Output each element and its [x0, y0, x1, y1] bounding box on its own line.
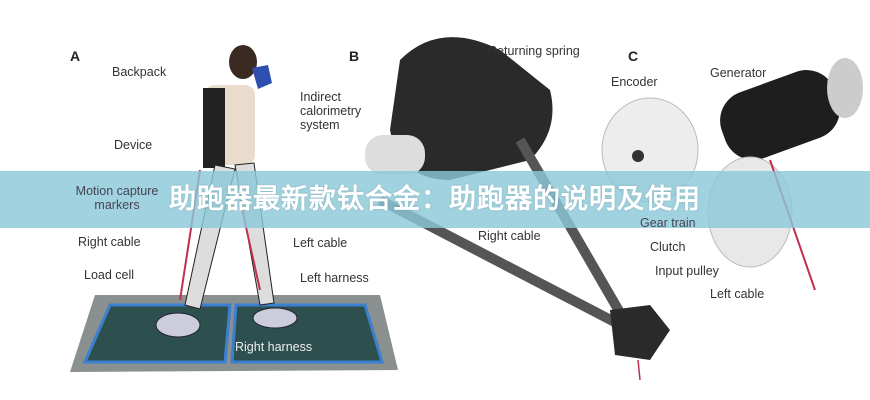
- person-head: [229, 45, 257, 79]
- label-gear-train: Gear train: [640, 216, 696, 230]
- left-shoe: [252, 307, 298, 329]
- ankle-joint: [610, 305, 670, 360]
- generator: [720, 70, 840, 160]
- backpack: [203, 88, 225, 168]
- label-right-cable-b: Right cable: [478, 229, 541, 243]
- label-returning-spring: Returning spring: [488, 44, 580, 58]
- panel-label-a: A: [70, 48, 81, 64]
- label-generator: Generator: [710, 66, 767, 80]
- label-right-cable-a: Right cable: [78, 235, 141, 249]
- label-device: Device: [114, 138, 153, 152]
- banner-title: 助跑器最新款钛合金：助跑器的说明及使用: [169, 184, 701, 215]
- generator-cap: [827, 58, 863, 118]
- panel-label-b: B: [349, 48, 360, 64]
- label-clutch: Clutch: [650, 240, 686, 254]
- label-left-cable-c: Left cable: [710, 287, 765, 301]
- treadmill-belt-left: [82, 303, 232, 364]
- label-left-harness: Left harness: [300, 271, 369, 285]
- label-input-pulley: Input pulley: [655, 264, 719, 278]
- title-banner: 助跑器最新款钛合金：助跑器的说明及使用: [0, 171, 870, 228]
- label-backpack: Backpack: [112, 65, 167, 79]
- label-indirect-calorimetry: Indirect calorimetry system: [300, 90, 362, 132]
- label-motion-capture: Motion capture markers: [75, 184, 159, 212]
- label-left-cable-a: Left cable: [293, 236, 348, 250]
- label-encoder: Encoder: [611, 75, 658, 89]
- mask: [252, 65, 272, 89]
- label-right-harness: Right harness: [235, 340, 313, 354]
- label-load-cell: Load cell: [84, 268, 135, 282]
- device-housing: [390, 37, 553, 181]
- right-shoe: [155, 312, 201, 338]
- panel-label-c: C: [628, 48, 639, 64]
- motor: [365, 135, 425, 175]
